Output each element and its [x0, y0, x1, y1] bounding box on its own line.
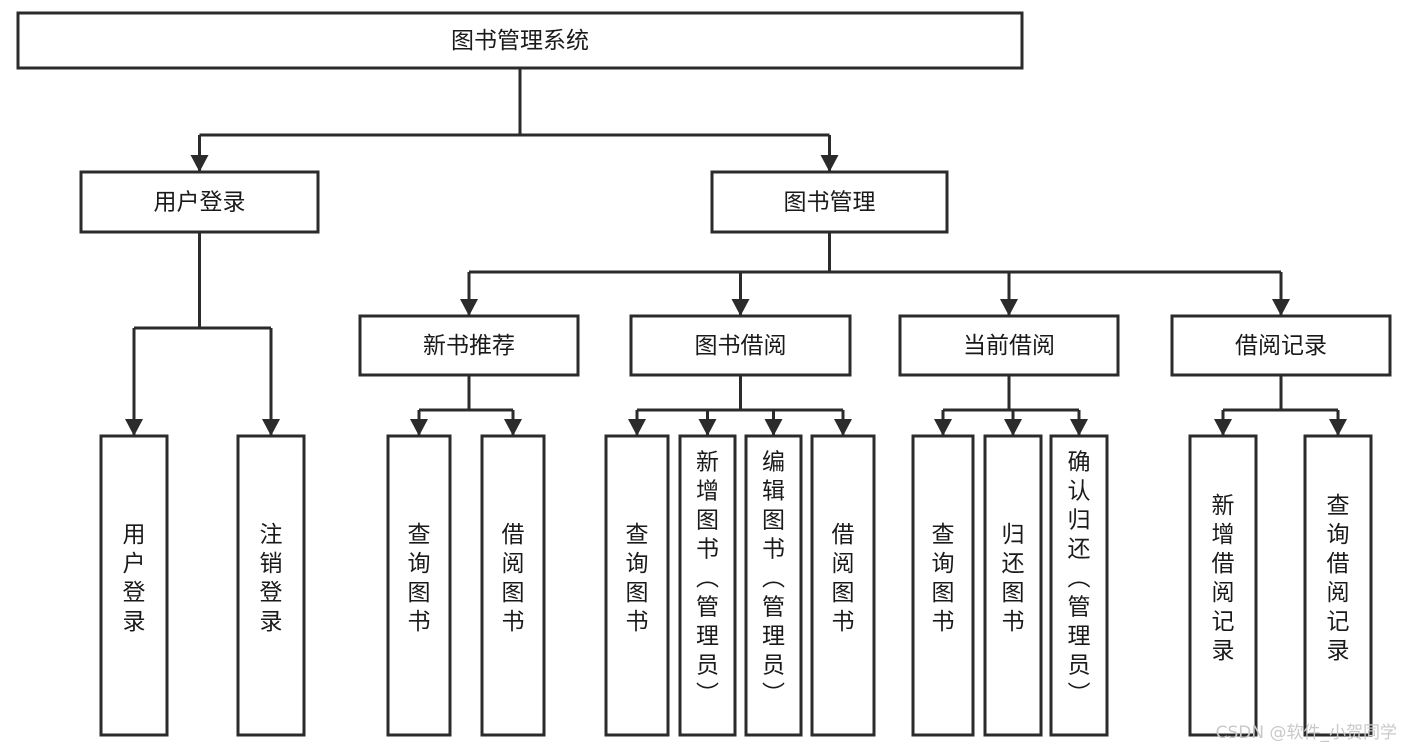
node-box-login	[79, 170, 320, 234]
node-leaf-5[interactable]: 查询图书	[604, 434, 670, 737]
node-records[interactable]: 借阅记录	[1170, 314, 1392, 377]
node-box-records	[1170, 314, 1392, 377]
node-box-current	[898, 314, 1120, 377]
node-label-leaf-13: 查询借阅记录	[1327, 493, 1350, 664]
node-box-leaf-5	[604, 434, 670, 737]
node-label-newbook: 新书推荐	[423, 333, 515, 359]
node-box-root	[16, 11, 1024, 70]
node-leaf-13[interactable]: 查询借阅记录	[1303, 434, 1373, 737]
node-label-leaf-8: 借阅图书	[832, 522, 855, 635]
node-bookmgmt[interactable]: 图书管理	[710, 170, 949, 234]
node-label-leaf-7: 编辑图书︵管理员︶	[762, 450, 785, 708]
node-leaf-6[interactable]: 新增图书︵管理员︶	[678, 434, 737, 737]
node-box-leaf-8	[810, 434, 876, 737]
node-box-leaf-13	[1303, 434, 1373, 737]
node-leaf-3[interactable]: 查询图书	[386, 434, 452, 737]
node-label-leaf-2: 注销登录	[260, 522, 283, 635]
node-box-leaf-1	[99, 434, 169, 737]
arrow-head-icon	[410, 419, 428, 436]
arrow-head-icon	[190, 155, 209, 172]
arrow-head-icon	[628, 419, 646, 436]
arrow-head-icon	[698, 419, 717, 436]
node-borrow[interactable]: 图书借阅	[629, 314, 852, 377]
node-label-leaf-12: 新增借阅记录	[1212, 493, 1235, 664]
node-label-root: 图书管理系统	[451, 28, 589, 54]
arrow-head-icon	[731, 299, 750, 316]
node-box-leaf-7	[744, 434, 803, 737]
arrow-head-icon	[262, 419, 280, 436]
node-box-leaf-9	[911, 434, 975, 737]
arrow-head-icon	[1000, 299, 1018, 316]
node-label-leaf-1: 用户登录	[123, 522, 146, 635]
arrow-head-icon	[125, 419, 143, 436]
node-label-leaf-5: 查询图书	[626, 522, 649, 635]
node-current[interactable]: 当前借阅	[898, 314, 1120, 377]
node-label-leaf-6: 新增图书︵管理员︶	[696, 450, 719, 708]
node-layer: 图书管理系统用户登录图书管理新书推荐图书借阅当前借阅借阅记录用户登录注销登录查询…	[16, 11, 1392, 737]
node-leaf-2[interactable]: 注销登录	[236, 434, 306, 737]
node-leaf-11[interactable]: 确认归还︵管理员︶	[1049, 434, 1109, 737]
node-login[interactable]: 用户登录	[79, 170, 320, 234]
node-box-leaf-11	[1049, 434, 1109, 737]
node-label-login: 用户登录	[154, 190, 246, 216]
arrow-head-icon	[934, 419, 952, 436]
node-leaf-8[interactable]: 借阅图书	[810, 434, 876, 737]
arrow-head-icon	[1272, 299, 1290, 316]
node-label-leaf-4: 借阅图书	[502, 522, 525, 635]
arrow-head-icon	[1214, 419, 1232, 436]
node-leaf-4[interactable]: 借阅图书	[480, 434, 546, 737]
node-label-borrow: 图书借阅	[695, 333, 787, 359]
node-label-bookmgmt: 图书管理	[784, 190, 876, 216]
node-box-leaf-6	[678, 434, 737, 737]
arrow-head-icon	[1004, 419, 1022, 436]
node-leaf-12[interactable]: 新增借阅记录	[1188, 434, 1258, 737]
node-box-borrow	[629, 314, 852, 377]
node-box-leaf-4	[480, 434, 546, 737]
node-box-newbook	[358, 314, 580, 377]
node-box-leaf-2	[236, 434, 306, 737]
connector-layer	[125, 68, 1347, 436]
node-leaf-1[interactable]: 用户登录	[99, 434, 169, 737]
node-box-leaf-10	[983, 434, 1043, 737]
node-label-current: 当前借阅	[963, 333, 1055, 359]
node-leaf-7[interactable]: 编辑图书︵管理员︶	[744, 434, 803, 737]
arrow-head-icon	[834, 419, 852, 436]
arrow-head-icon	[460, 299, 478, 316]
node-box-leaf-12	[1188, 434, 1258, 737]
node-root[interactable]: 图书管理系统	[16, 11, 1024, 70]
node-label-leaf-11: 确认归还︵管理员︶	[1068, 450, 1091, 708]
node-label-leaf-10: 归还图书	[1002, 522, 1025, 635]
node-label-leaf-9: 查询图书	[932, 522, 955, 635]
node-leaf-9[interactable]: 查询图书	[911, 434, 975, 737]
arrow-head-icon	[1329, 419, 1347, 436]
node-box-bookmgmt	[710, 170, 949, 234]
node-box-leaf-3	[386, 434, 452, 737]
node-label-leaf-3: 查询图书	[408, 522, 431, 635]
arrow-head-icon	[504, 419, 522, 436]
arrow-head-icon	[820, 155, 839, 172]
arrow-head-icon	[764, 419, 783, 436]
arrow-head-icon	[1070, 419, 1088, 436]
node-label-records: 借阅记录	[1235, 333, 1327, 359]
node-newbook[interactable]: 新书推荐	[358, 314, 580, 377]
node-leaf-10[interactable]: 归还图书	[983, 434, 1043, 737]
